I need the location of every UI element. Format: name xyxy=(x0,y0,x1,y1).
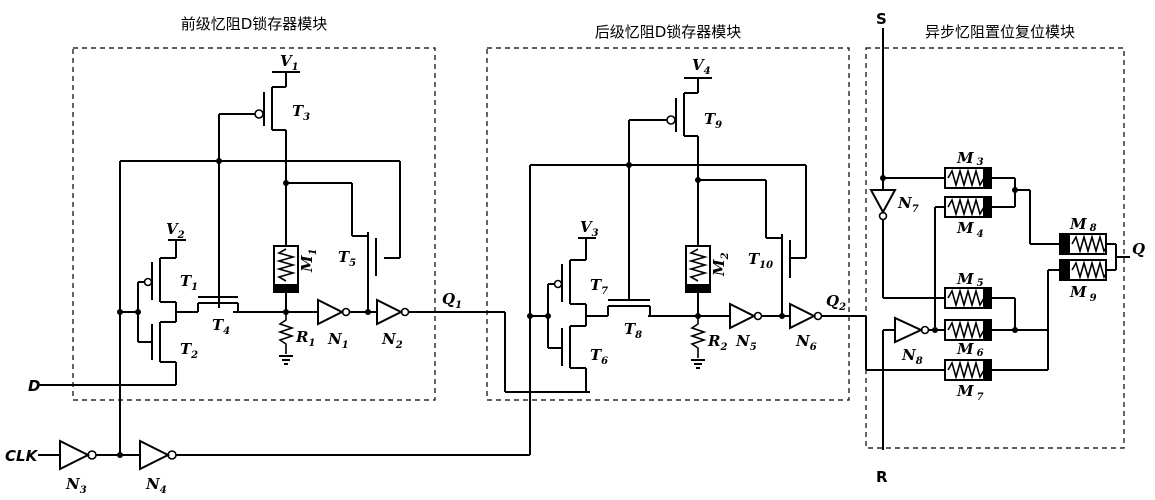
label-t10: T10 xyxy=(748,250,773,271)
label-t5: T5 xyxy=(338,248,356,269)
async-circuit xyxy=(865,28,1130,450)
m3-memristor xyxy=(944,167,992,189)
pin-s: S xyxy=(876,10,887,28)
label-t3: T3 xyxy=(292,102,310,123)
label-n2: N2 xyxy=(381,330,403,351)
label-t1: T1 xyxy=(180,272,198,293)
async-module-box xyxy=(865,47,1125,449)
label-q2: Q2 xyxy=(826,292,846,313)
rear-latch-title: 后级忆阻D锁存器模块 xyxy=(595,23,742,41)
pin-r: R xyxy=(876,468,888,486)
clock-chain xyxy=(38,165,531,471)
label-v3: V3 xyxy=(580,218,599,239)
label-q1: Q1 xyxy=(442,290,462,311)
m6-memristor xyxy=(944,319,992,341)
rear-latch-circuit xyxy=(500,77,866,393)
label-n6: N6 xyxy=(795,332,817,353)
front-latch-box xyxy=(72,47,436,401)
label-t7: T7 xyxy=(590,276,608,297)
m9-memristor xyxy=(1059,259,1107,281)
label-n1: N1 xyxy=(327,330,349,351)
label-n5: N5 xyxy=(735,332,757,353)
label-t9: T9 xyxy=(704,110,722,131)
front-latch-circuit xyxy=(38,71,500,455)
label-r1: R1 xyxy=(295,328,315,349)
m4-memristor xyxy=(944,196,992,218)
label-t8: T8 xyxy=(624,320,642,341)
rear-latch-box xyxy=(486,47,850,401)
label-v4: V4 xyxy=(692,56,711,77)
labels: D CLK S R Q V1 V2 V3 V4 T1 T2 T3 T4 T5 T… xyxy=(5,10,1145,496)
label-r2: R2 xyxy=(707,332,727,353)
label-v1: V1 xyxy=(280,52,299,73)
m7-memristor xyxy=(944,359,992,381)
label-m2: M2 xyxy=(710,252,731,277)
pin-d: D xyxy=(28,377,40,395)
m8-memristor xyxy=(1059,233,1107,255)
async-module-title: 异步忆阻置位复位模块 xyxy=(925,23,1075,41)
label-t2: T2 xyxy=(180,340,198,361)
label-t6: T6 xyxy=(590,346,608,367)
label-n8: N8 xyxy=(901,346,923,367)
m5-memristor xyxy=(944,287,992,309)
front-latch-title: 前级忆阻D锁存器模块 xyxy=(181,15,328,33)
label-m1: M1 xyxy=(298,248,319,273)
pin-q: Q xyxy=(1132,240,1145,258)
label-v2: V2 xyxy=(166,220,185,241)
pin-clk: CLK xyxy=(5,447,39,465)
label-t4: T4 xyxy=(212,316,230,337)
label-n3: N3 xyxy=(65,475,87,496)
label-n7: N7 xyxy=(897,194,919,215)
label-n4: N4 xyxy=(145,475,167,496)
